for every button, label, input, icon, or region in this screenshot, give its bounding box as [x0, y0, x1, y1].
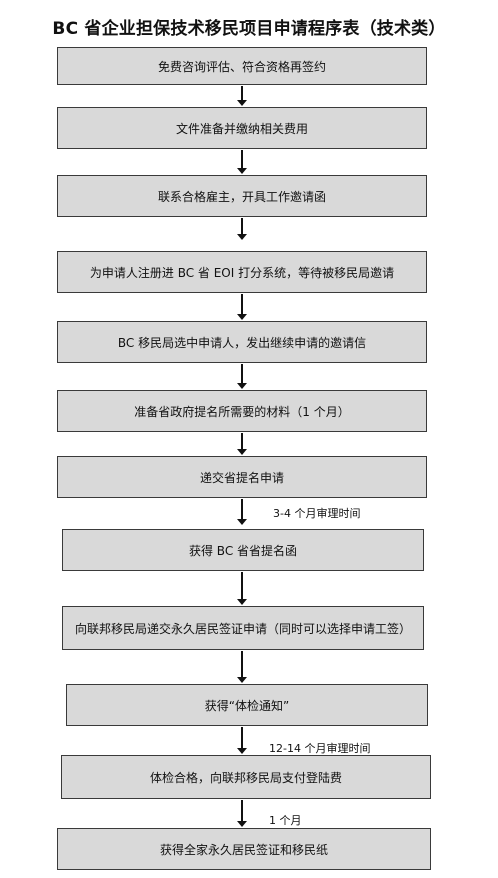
flow-arrow [237, 572, 247, 605]
step-box-8: 获得 BC 省省提名函 [62, 529, 424, 571]
step-box-10: 获得“体检通知” [66, 684, 428, 726]
step-box-11: 体检合格，向联邦移民局支付登陆费 [61, 755, 431, 799]
processing-time-note: 12-14 个月审理时间 [269, 742, 371, 755]
flow-arrow [237, 86, 247, 106]
flow-arrow [237, 150, 247, 174]
processing-time-note: 1 个月 [269, 814, 302, 827]
flow-arrow [237, 800, 247, 827]
step-box-12: 获得全家永久居民签证和移民纸 [57, 828, 431, 870]
flow-arrow [237, 294, 247, 320]
step-box-2: 文件准备并缴纳相关费用 [57, 107, 427, 149]
flow-arrow [237, 218, 247, 240]
step-box-5: BC 移民局选中申请人，发出继续申请的邀请信 [57, 321, 427, 363]
step-box-9: 向联邦移民局递交永久居民签证申请（同时可以选择申请工签） [62, 606, 424, 650]
flow-arrow [237, 433, 247, 455]
step-box-1: 免费咨询评估、符合资格再签约 [57, 47, 427, 85]
flow-arrow [237, 651, 247, 683]
processing-time-note: 3-4 个月审理时间 [273, 507, 361, 520]
step-box-4: 为申请人注册进 BC 省 EOI 打分系统，等待被移民局邀请 [57, 251, 427, 293]
step-box-3: 联系合格雇主，开具工作邀请函 [57, 175, 427, 217]
flow-arrow [237, 727, 247, 754]
flow-arrow [237, 499, 247, 525]
page-title: BC 省企业担保技术移民项目申请程序表（技术类） [52, 19, 446, 39]
flow-arrow [237, 364, 247, 389]
step-box-6: 准备省政府提名所需要的材料（1 个月） [57, 390, 427, 432]
step-box-7: 递交省提名申请 [57, 456, 427, 498]
